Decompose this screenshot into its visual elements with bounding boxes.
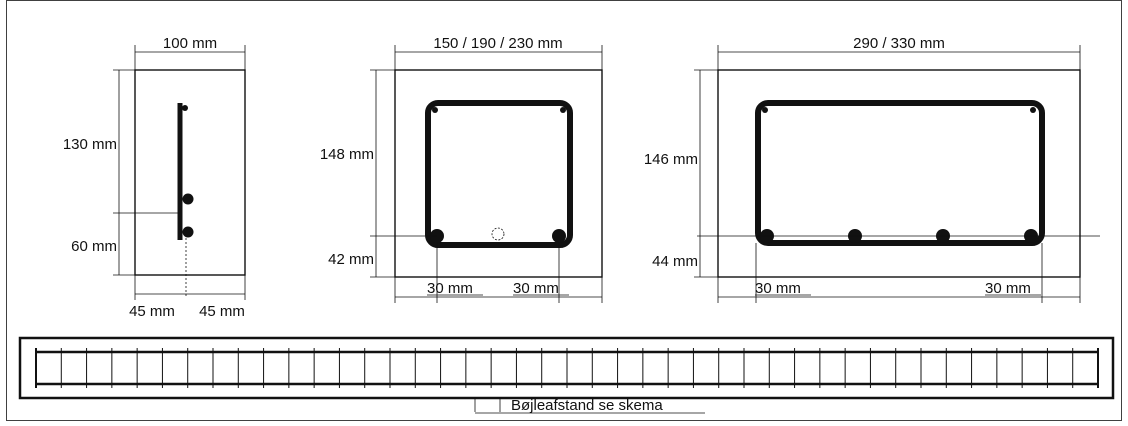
section-wide-right-cover-label: 30 mm: [985, 280, 1031, 297]
section-square-outline: [394, 69, 603, 278]
section-wide-left-cover-label: 30 mm: [755, 280, 801, 297]
section-small: 100 mm 130 mm 60 mm 45 mm 45 mm: [63, 35, 246, 320]
section-wide-lower-height-label: 44 mm: [652, 253, 698, 270]
section-square-width-label: 150 / 190 / 230 mm: [433, 35, 562, 52]
section-square-top-left-bar: [432, 107, 438, 113]
section-wide-outline: [717, 69, 1081, 278]
section-small-mid-bar: [182, 193, 194, 205]
section-small-lower-height-label: 60 mm: [71, 238, 117, 255]
section-small-outline: [134, 69, 246, 276]
section-square-stirrup: [425, 100, 573, 248]
stirrup-spacing-label: Bøjleafstand se skema: [511, 397, 663, 414]
section-small-top-bar: [182, 105, 188, 111]
section-square-right-cover-label: 30 mm: [513, 280, 559, 297]
section-wide-upper-height-label: 146 mm: [644, 151, 698, 168]
section-square-left-cover-label: 30 mm: [427, 280, 473, 297]
section-wide-stirrup: [755, 100, 1045, 246]
section-square-optional-bar: [491, 227, 505, 241]
section-wide-width-label: 290 / 330 mm: [853, 35, 945, 52]
elevation-stirrups: [35, 348, 1099, 388]
section-wide: 290 / 330 mm 146 mm 44 mm 30 mm 30 mm: [644, 35, 1100, 303]
stirrup-spacing-annotation: Bøjleafstand se skema: [474, 397, 705, 414]
section-small-left-cover-label: 45 mm: [129, 303, 175, 320]
section-square-top-right-bar: [560, 107, 566, 113]
section-square-upper-height-label: 148 mm: [320, 146, 374, 163]
section-square-lower-height-label: 42 mm: [328, 251, 374, 268]
section-square-bottom-right-bar: [552, 229, 566, 243]
section-small-right-cover-label: 45 mm: [199, 303, 245, 320]
section-small-bottom-bar: [182, 226, 194, 238]
drawing-frame: [6, 0, 1122, 421]
section-small-upper-height-label: 130 mm: [63, 136, 117, 153]
section-small-width-label: 100 mm: [163, 35, 217, 52]
section-square: 150 / 190 / 230 mm 148 mm 42 mm 30 mm 30…: [320, 35, 603, 303]
section-wide-top-left-bar: [762, 107, 768, 113]
section-wide-top-right-bar: [1030, 107, 1036, 113]
beam-elevation: [18, 336, 1115, 400]
elevation-outline: [18, 336, 1115, 400]
